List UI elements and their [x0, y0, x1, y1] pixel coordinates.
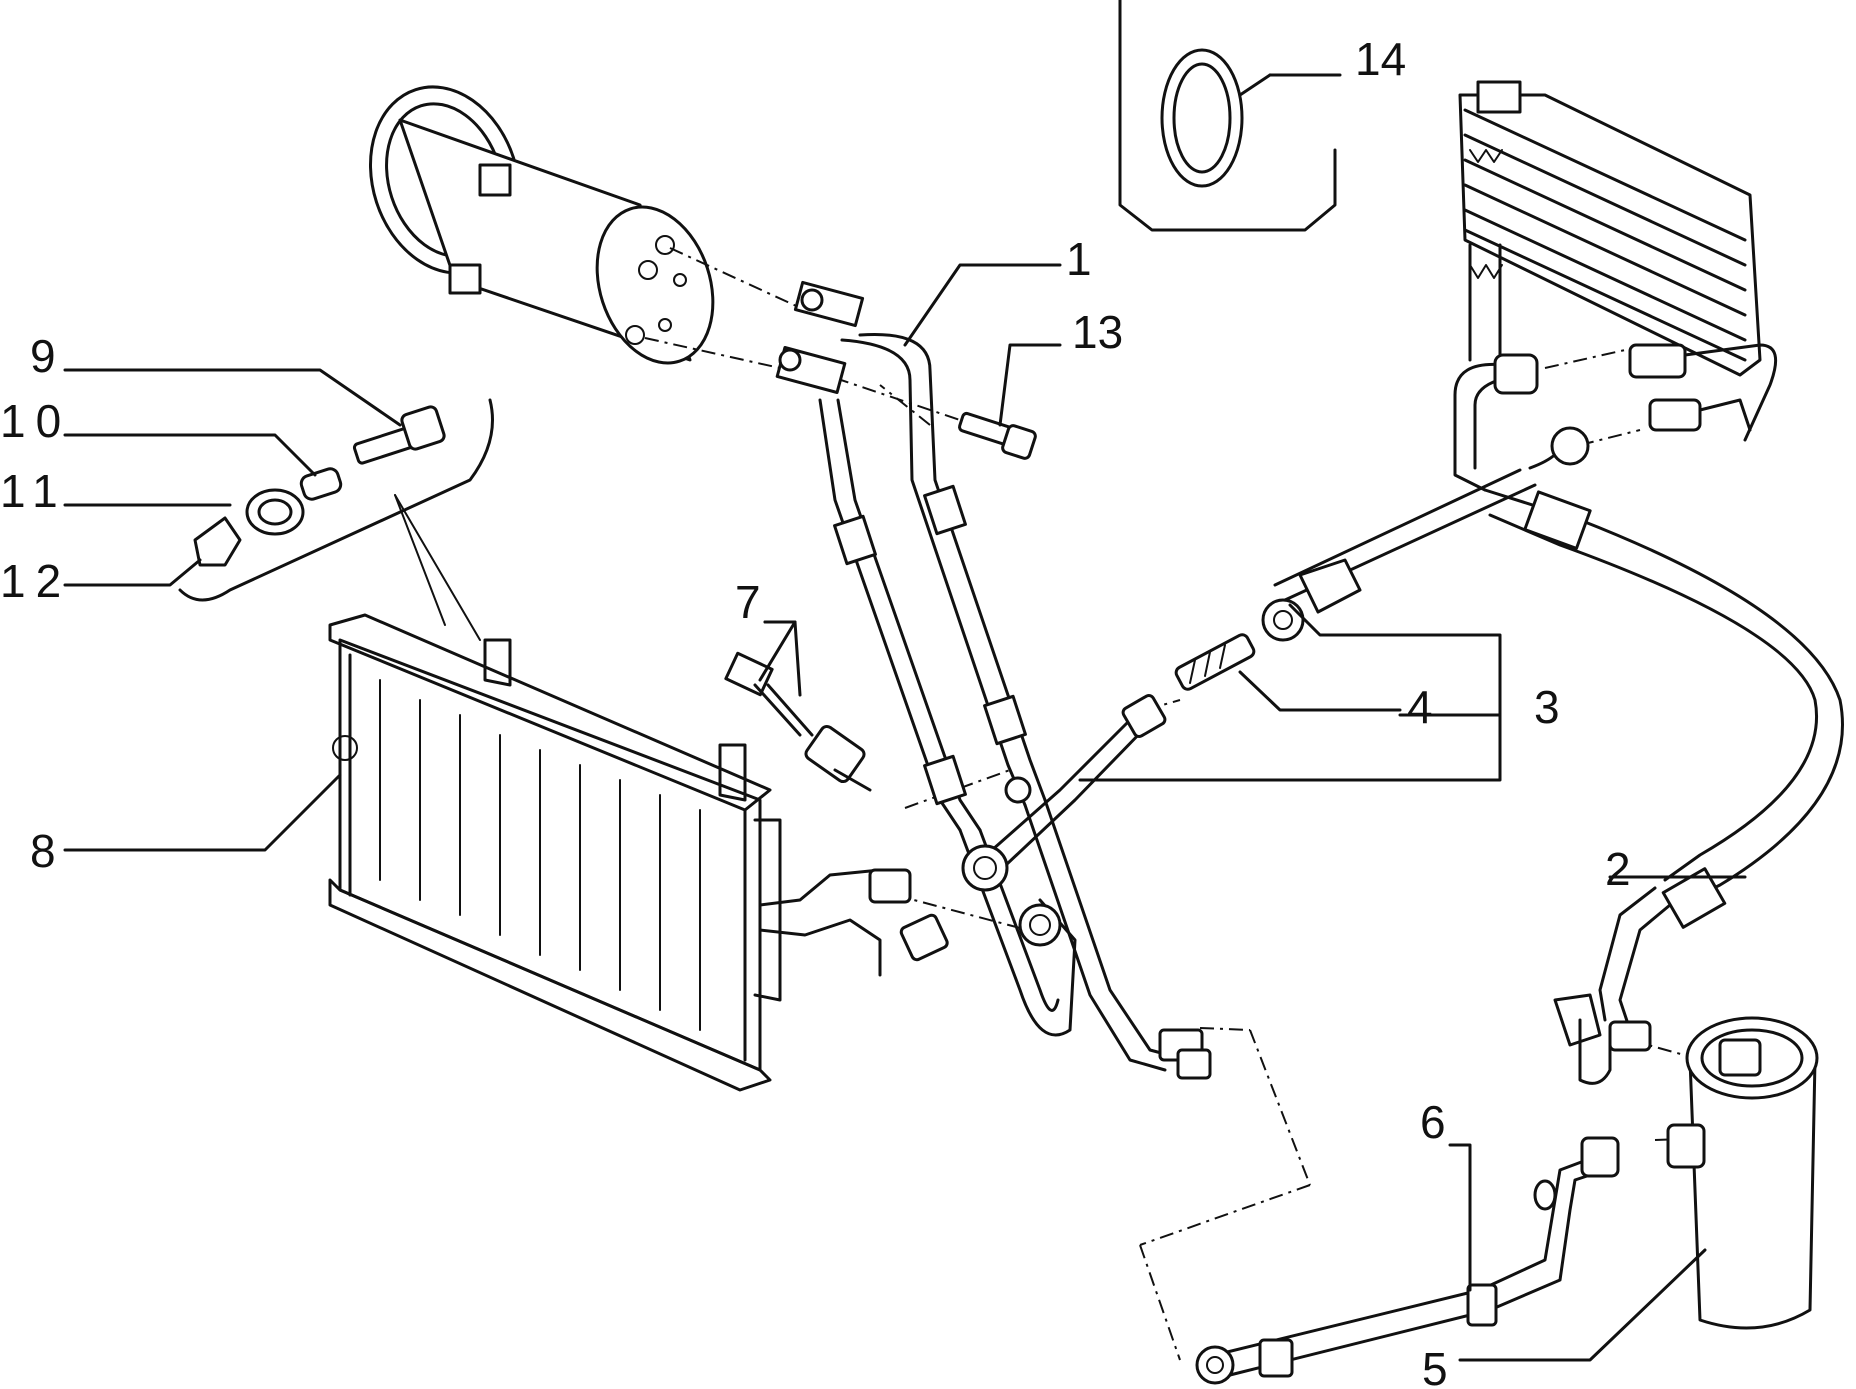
pipe-assembly-1 — [775, 280, 1212, 1080]
callout-13: 13 — [1072, 306, 1123, 358]
leader-lines — [63, 73, 1747, 1362]
pipe-6 — [1195, 1136, 1620, 1385]
alignment-lines — [644, 247, 1711, 1361]
receiver-drier — [1666, 1016, 1819, 1330]
callout-5: 5 — [1422, 1343, 1448, 1389]
pressure-switch-7 — [724, 651, 872, 792]
fasteners-group — [178, 398, 494, 641]
pipe-3 — [961, 426, 1590, 892]
hose-2 — [1483, 488, 1844, 1085]
callout-10: 10 — [0, 395, 71, 447]
evaporator-pipe — [1453, 353, 1539, 492]
callout-14: 14 — [1355, 33, 1406, 85]
callout-labels: 1 2 3 4 5 6 7 8 9 10 11 12 13 14 — [0, 33, 1631, 1389]
callout-1: 1 — [1066, 233, 1092, 285]
detail-box-oring — [1118, 0, 1337, 232]
callout-8: 8 — [30, 825, 56, 877]
callout-2: 2 — [1605, 843, 1631, 895]
callout-4: 4 — [1407, 681, 1433, 733]
condenser-connection — [758, 868, 949, 977]
callout-6: 6 — [1420, 1096, 1446, 1148]
evaporator — [1458, 80, 1778, 442]
bolt-13 — [958, 411, 1037, 460]
condenser — [328, 613, 782, 1092]
callout-7: 7 — [735, 576, 761, 628]
callout-9: 9 — [30, 330, 56, 382]
callout-12: 12 — [0, 555, 71, 607]
callout-11: 11 — [0, 465, 68, 517]
valve-4 — [1174, 633, 1256, 691]
compressor — [368, 85, 715, 365]
callout-3: 3 — [1534, 681, 1560, 733]
